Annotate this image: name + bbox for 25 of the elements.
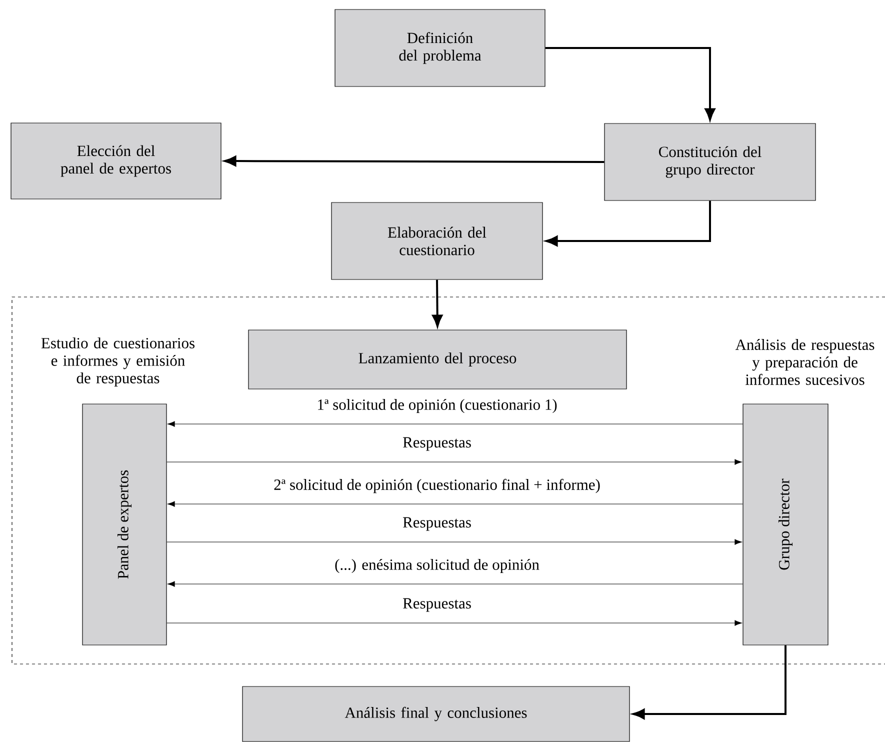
process-box: Análisis final y conclusiones xyxy=(242,686,630,742)
arrow xyxy=(224,156,604,166)
arrow xyxy=(546,200,711,246)
process-box: Elección del panel de expertos xyxy=(10,122,222,200)
arrow xyxy=(166,620,742,626)
process-box: Lanzamiento del proceso xyxy=(248,330,627,390)
process-box: Elaboración del cuestionario xyxy=(331,202,543,280)
edge-label: Respuestas xyxy=(402,597,472,613)
arrow xyxy=(432,280,443,327)
edge-label: Respuestas xyxy=(402,516,472,532)
edge-label: 1ª solicitud de opinión (cuestionario 1) xyxy=(316,398,558,414)
arrow xyxy=(168,501,743,507)
edge-label: (...) enésima solicitud de opinión xyxy=(334,558,540,574)
process-box: Constitución del grupo director xyxy=(604,123,816,201)
process-box: Panel de expertos xyxy=(82,404,167,646)
arrow xyxy=(168,421,743,427)
process-box: Definición del problema xyxy=(334,9,546,87)
arrow xyxy=(545,47,716,120)
edge-label: Respuestas xyxy=(402,436,472,452)
edge-label: 2ª solicitud de opinión (cuestionario final + informe) xyxy=(272,478,602,494)
arrow xyxy=(166,539,742,545)
arrow xyxy=(632,645,786,720)
process-box: Grupo director xyxy=(742,404,828,646)
arrow xyxy=(166,459,742,465)
arrow xyxy=(168,581,743,587)
